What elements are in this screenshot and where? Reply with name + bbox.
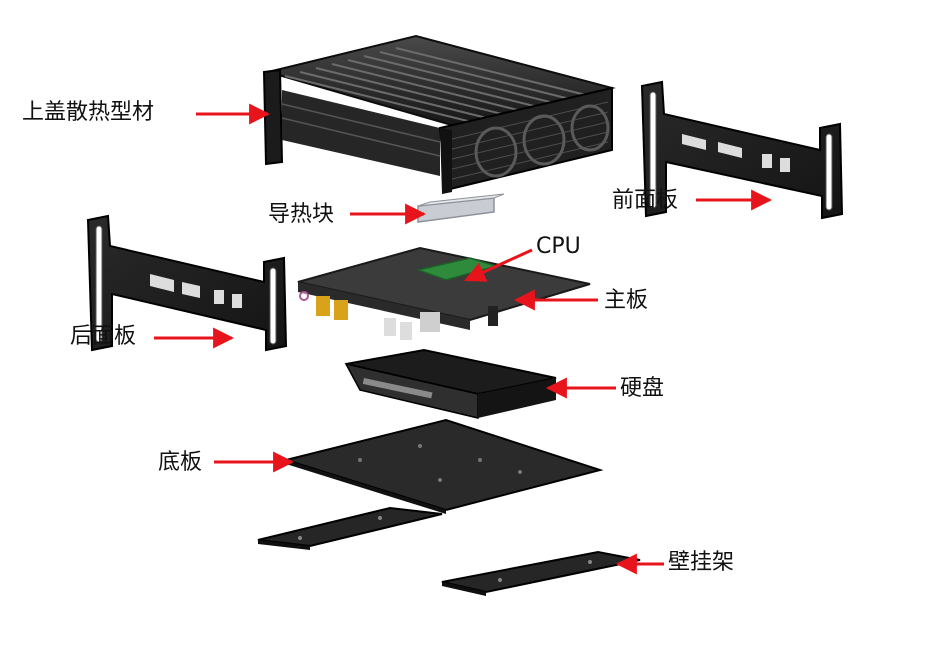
label-bottom-plate: 底板	[158, 450, 203, 475]
label-hdd: 硬盘	[620, 376, 665, 401]
front-panel-part	[640, 80, 844, 220]
heat-block-part	[417, 193, 505, 223]
wall-mount-part	[257, 506, 641, 596]
label-top-heatsink: 上盖散热型材	[22, 100, 155, 125]
label-rear-panel: 后面板	[70, 324, 137, 349]
callout-arrows	[154, 103, 773, 575]
bottom-plate-part	[282, 418, 604, 514]
label-mainboard: 主板	[604, 288, 649, 313]
rear-panel-part	[86, 214, 288, 352]
label-front-panel: 前面板	[612, 188, 679, 213]
label-cpu: CPU	[536, 234, 581, 259]
arrow-cpu	[464, 248, 533, 282]
mainboard-part	[297, 246, 591, 340]
label-wall-mount: 壁挂架	[668, 550, 735, 575]
top-heatsink-part	[262, 34, 616, 194]
hdd-part	[344, 348, 557, 419]
label-heat-block: 导热块	[268, 202, 335, 227]
